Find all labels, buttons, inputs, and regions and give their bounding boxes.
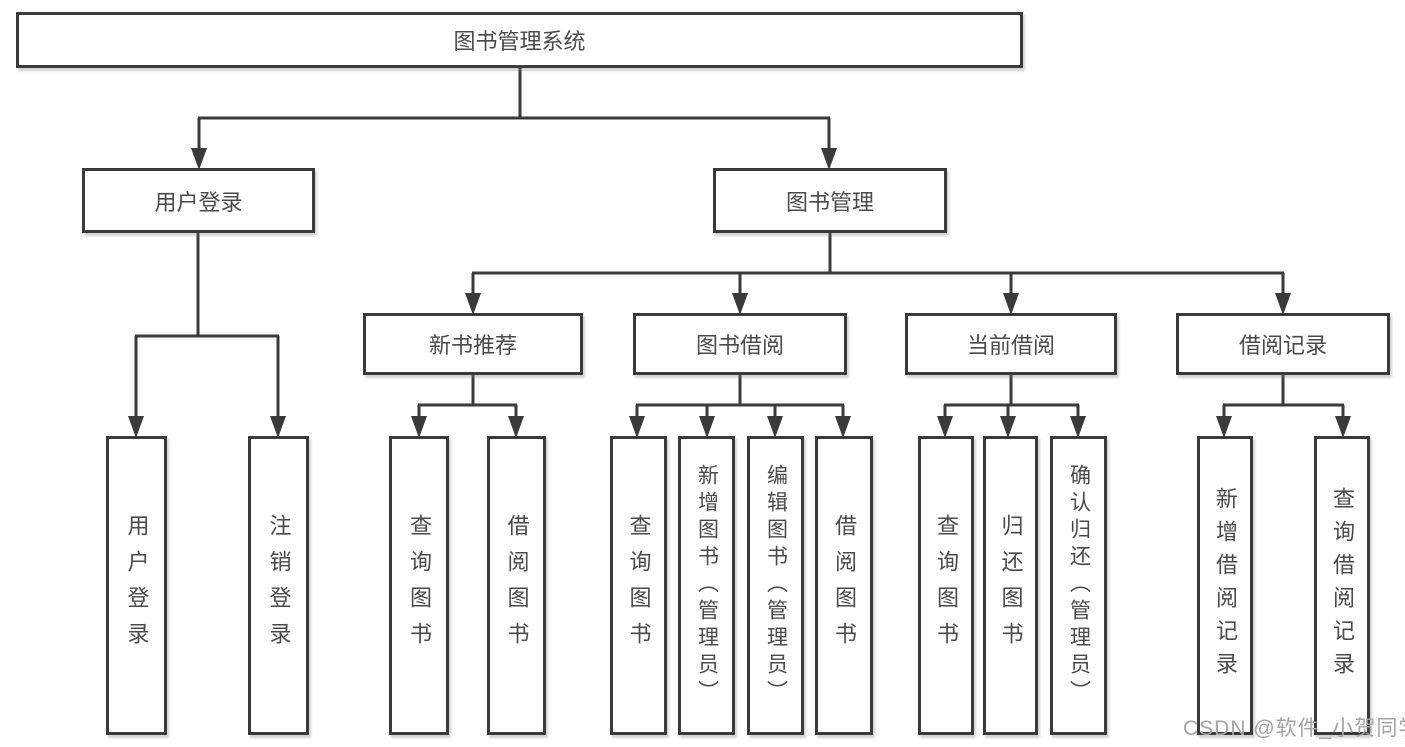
node-bb-query-book: 查询图书 [610, 436, 667, 735]
arrowhead-icon [270, 416, 286, 438]
node-label: 图书管理系统 [453, 29, 586, 54]
arrowhead-icon [508, 416, 524, 438]
arrowhead-icon [1275, 293, 1291, 315]
arrowhead-icon [629, 416, 645, 438]
node-label: 查询图书 [934, 513, 959, 658]
node-bb-borrow-book: 借阅图书 [815, 436, 873, 735]
node-bb-add-book-admin: 新增图书（管理员） [678, 436, 735, 735]
node-root: 图书管理系统 [16, 12, 1023, 68]
node-label: 新增图书（管理员） [695, 464, 719, 707]
arrowhead-icon [732, 293, 748, 315]
node-user-login: 用户登录 [82, 168, 315, 233]
node-book-management: 图书管理 [713, 168, 947, 233]
arrowhead-icon [821, 148, 837, 170]
arrowhead-icon [411, 416, 427, 438]
arrowhead-icon [767, 416, 783, 438]
node-label: 查询借阅记录 [1330, 486, 1355, 685]
node-label: 用户登录 [124, 513, 150, 658]
arrowhead-icon [835, 416, 851, 438]
node-nbr-query-book: 查询图书 [389, 436, 449, 735]
arrowhead-icon [1000, 416, 1016, 438]
arrowhead-icon [1335, 416, 1351, 438]
node-current-borrow: 当前借阅 [905, 313, 1117, 375]
node-cb-query-book: 查询图书 [918, 436, 974, 735]
csdn-watermark: CSDN @软件_小贺同学 [1183, 717, 1405, 740]
node-label: 用户登录 [154, 189, 243, 215]
node-label: 编辑图书（管理员） [764, 464, 788, 707]
arrowhead-icon [1216, 416, 1232, 438]
node-bb-edit-book-admin: 编辑图书（管理员） [747, 436, 804, 735]
node-br-query-record: 查询借阅记录 [1314, 436, 1370, 735]
node-label: 查询图书 [626, 513, 652, 658]
node-label: 图书借阅 [695, 333, 784, 358]
node-label: 注销登录 [266, 513, 292, 658]
node-label: 确认归还（管理员） [1067, 464, 1091, 707]
node-br-add-record: 新增借阅记录 [1197, 436, 1253, 735]
node-leaf-logout: 注销登录 [248, 436, 309, 735]
node-new-book-recommend: 新书推荐 [363, 313, 583, 375]
node-label: 当前借阅 [966, 333, 1055, 358]
node-label: 借阅图书 [504, 513, 530, 658]
node-label: 查询图书 [407, 513, 432, 658]
node-label: 图书管理 [785, 189, 874, 215]
node-cb-confirm-return-admin: 确认归还（管理员） [1050, 436, 1107, 735]
node-label: 新增借阅记录 [1213, 486, 1238, 685]
arrowhead-icon [465, 293, 481, 315]
node-cb-return-book: 归还图书 [983, 436, 1038, 735]
node-nbr-borrow-book: 借阅图书 [487, 436, 546, 735]
node-borrow-records: 借阅记录 [1176, 313, 1390, 375]
arrowhead-icon [937, 416, 953, 438]
node-label: 新书推荐 [428, 333, 517, 358]
arrowhead-icon [191, 148, 207, 170]
node-label: 归还图书 [998, 513, 1024, 658]
arrowhead-icon [1003, 293, 1019, 315]
arrowhead-icon [699, 416, 715, 438]
node-book-borrow: 图书借阅 [633, 313, 847, 375]
node-leaf-user-login: 用户登录 [106, 436, 167, 735]
node-label: 借阅记录 [1238, 333, 1327, 358]
arrowhead-icon [128, 416, 144, 438]
node-label: 借阅图书 [832, 513, 857, 658]
arrowhead-icon [1070, 416, 1086, 438]
